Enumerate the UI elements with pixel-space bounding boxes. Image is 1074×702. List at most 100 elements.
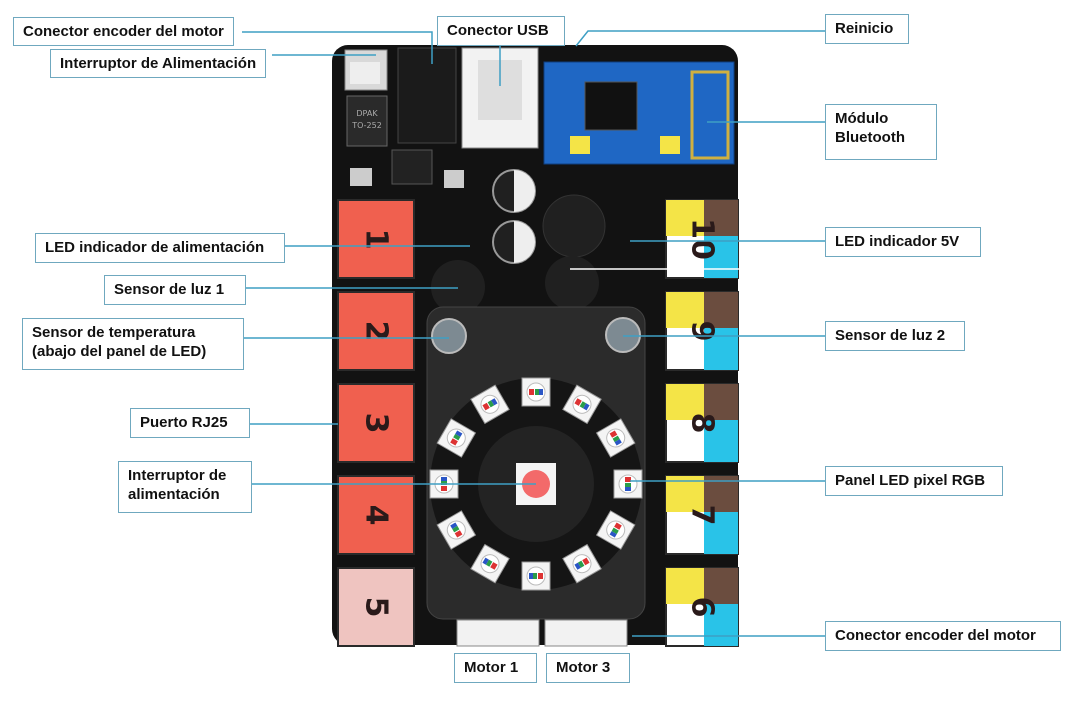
led-pixel-blue bbox=[491, 398, 498, 406]
led-pixel-red bbox=[454, 530, 463, 538]
led-pixel-red bbox=[490, 562, 498, 570]
label-power-led: LED indicador de alimentación bbox=[35, 233, 285, 263]
port-right-cyan bbox=[704, 328, 738, 370]
port-right-brown bbox=[704, 384, 738, 420]
label-motor-encoder-bottom: Conector encoder del motor bbox=[825, 621, 1061, 651]
label-temp-sensor: Sensor de temperatura (abajo del panel d… bbox=[22, 318, 244, 370]
led-pixel-blue bbox=[609, 531, 617, 538]
label-reset: Reinicio bbox=[825, 14, 909, 44]
led-pixel-red bbox=[538, 573, 543, 579]
port-right-brown bbox=[704, 476, 738, 512]
port-right-number: 6 bbox=[685, 597, 720, 618]
led-pixel-red bbox=[529, 389, 534, 395]
chip-label-2: TO-252 bbox=[351, 121, 382, 130]
port-right-10: 10 bbox=[665, 199, 739, 279]
dc-jack bbox=[397, 47, 457, 144]
led-pixel-blue bbox=[450, 522, 458, 529]
led-pixel-blue bbox=[574, 562, 581, 570]
port-right-cyan bbox=[704, 236, 738, 278]
capacitor-2-mark bbox=[514, 221, 535, 263]
led-pixel bbox=[595, 510, 636, 550]
port-right-6: 6 bbox=[665, 567, 739, 647]
light-sensor-2 bbox=[545, 256, 599, 310]
label-power-switch-top: Interruptor de Alimentación bbox=[50, 49, 267, 78]
regulator bbox=[391, 149, 433, 185]
led-pixel-red bbox=[609, 430, 618, 438]
port-right-cyan bbox=[704, 512, 738, 554]
led-pixel-green bbox=[625, 483, 631, 487]
led-pixel-green bbox=[452, 525, 460, 533]
led-pixel bbox=[436, 510, 477, 550]
port-left-3: 3 bbox=[337, 383, 415, 463]
led-pixel-red bbox=[614, 522, 622, 530]
led-pixel bbox=[470, 384, 510, 425]
port-right-7: 7 bbox=[665, 475, 739, 555]
port-right-number: 7 bbox=[685, 505, 720, 526]
label-usb: Conector USB bbox=[437, 16, 565, 46]
led-pixel-red bbox=[482, 402, 490, 411]
label-rgb-panel: Panel LED pixel RGB bbox=[825, 466, 1003, 496]
port-right-yellow bbox=[666, 568, 704, 604]
led-pixel-blue bbox=[529, 573, 533, 579]
temp-sensor bbox=[431, 318, 467, 354]
port-right-cyan bbox=[704, 604, 738, 646]
capacitor-1-mark bbox=[514, 170, 535, 212]
label-motor1: Motor 1 bbox=[454, 653, 537, 683]
led-pixel-blue bbox=[441, 477, 447, 481]
port-right-9: 9 bbox=[665, 291, 739, 371]
bluetooth-chip bbox=[584, 81, 638, 131]
leader-lines bbox=[242, 30, 836, 637]
led-pixel-blue bbox=[614, 439, 622, 446]
led-pixel bbox=[613, 469, 643, 499]
label-light-1: Sensor de luz 1 bbox=[104, 275, 246, 305]
port-right-yellow bbox=[666, 384, 704, 420]
label-led-5v: LED indicador 5V bbox=[825, 227, 981, 257]
led-pixel-red bbox=[450, 438, 458, 446]
led-pixel-green bbox=[577, 560, 585, 568]
led-pixel-blue bbox=[455, 430, 463, 437]
port-left-block bbox=[337, 567, 415, 647]
port-right-number: 9 bbox=[685, 321, 720, 342]
buzzer bbox=[542, 194, 606, 258]
port-left-block bbox=[337, 291, 415, 371]
led-pixel-green bbox=[485, 559, 493, 567]
led-pixel-green bbox=[533, 573, 537, 579]
label-bluetooth: Módulo Bluetooth bbox=[825, 104, 937, 160]
motor3-connector bbox=[544, 619, 628, 647]
port-right-number: 8 bbox=[685, 413, 720, 434]
led-pixel-blue bbox=[625, 487, 631, 491]
port-left-5: 5 bbox=[337, 567, 415, 647]
led-pixel-green bbox=[535, 389, 539, 395]
label-motor-encoder-top: Conector encoder del motor bbox=[13, 17, 234, 46]
label-light-2: Sensor de luz 2 bbox=[825, 321, 965, 351]
bluetooth-antenna bbox=[690, 70, 730, 160]
port-left-2: 2 bbox=[337, 291, 415, 371]
led-pixel bbox=[521, 377, 551, 407]
led-pixel-blue bbox=[583, 403, 590, 411]
small-part-2 bbox=[444, 170, 464, 188]
port-right-yellow bbox=[666, 476, 704, 512]
port-left-block bbox=[337, 199, 415, 279]
led-pixel bbox=[562, 384, 602, 425]
dpak-chip bbox=[346, 95, 388, 147]
port-right-number: 10 bbox=[685, 218, 720, 260]
label-motor3: Motor 3 bbox=[546, 653, 630, 683]
motor1-connector bbox=[456, 619, 540, 647]
led-pixel bbox=[436, 418, 477, 458]
led-pixel bbox=[470, 543, 510, 584]
port-left-number: 5 bbox=[359, 597, 394, 618]
bluetooth-pad-1 bbox=[570, 136, 590, 154]
led-pixel bbox=[595, 418, 636, 458]
chip-label-1: DPAK bbox=[356, 109, 378, 118]
light-sensor-2-lens bbox=[605, 317, 641, 353]
led-pixel bbox=[521, 561, 551, 591]
led-pixel-red bbox=[582, 557, 590, 566]
led-pixel bbox=[562, 543, 602, 584]
port-left-number: 4 bbox=[359, 505, 394, 526]
port-left-4: 4 bbox=[337, 475, 415, 555]
port-right-yellow bbox=[666, 292, 704, 328]
port-right-8: 8 bbox=[665, 383, 739, 463]
port-right-yellow bbox=[666, 200, 704, 236]
